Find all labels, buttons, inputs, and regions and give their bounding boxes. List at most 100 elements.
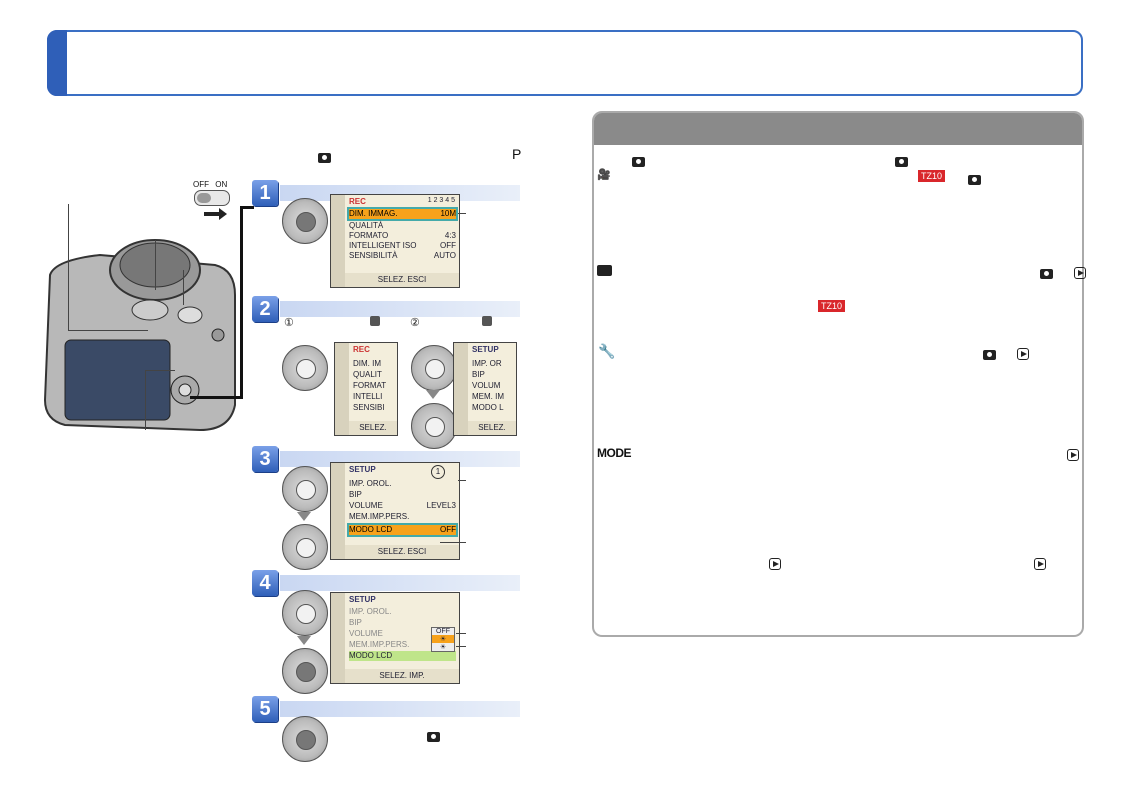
menu-row: INTELLI bbox=[353, 392, 383, 401]
panel-header-bar bbox=[594, 113, 1082, 145]
leader-line bbox=[440, 542, 466, 543]
menu-row: MEM.IMP.PERS. bbox=[349, 640, 410, 649]
info-panel bbox=[592, 111, 1084, 637]
option-power-lcd: ☀ bbox=[432, 635, 454, 643]
lcd-screen-step4: SETUP IMP. OROL. BIP VOLUME MEM.IMP.PERS… bbox=[330, 592, 460, 684]
model-badge: TZ10 bbox=[918, 170, 946, 182]
menu-row: MODO LCD bbox=[349, 651, 456, 661]
arrow-down-icon bbox=[426, 390, 440, 399]
step2-sub1: ① bbox=[284, 317, 294, 329]
leader-line bbox=[68, 330, 148, 331]
lcd-footer: SELEZ. ESCI bbox=[345, 545, 459, 559]
lcd-footer: SELEZ. ESCI bbox=[345, 273, 459, 287]
directional-pad[interactable] bbox=[282, 716, 328, 762]
menu-row: FORMAT bbox=[353, 381, 387, 390]
playback-icon bbox=[1073, 267, 1086, 279]
menu-row: DIM. IM bbox=[353, 359, 381, 368]
menu-row: MEM. IM bbox=[472, 392, 504, 401]
page-circle: 1 bbox=[431, 465, 445, 479]
arrow-down-icon bbox=[297, 512, 311, 521]
power-switch-label: OFF ON bbox=[193, 180, 227, 189]
menu-row: IMP. OR bbox=[472, 359, 502, 368]
playback-icon bbox=[1033, 558, 1046, 570]
mode-label: MODE bbox=[597, 446, 632, 460]
model-badge: TZ10 bbox=[818, 300, 846, 312]
mode-letter: P bbox=[512, 146, 522, 162]
leader-line bbox=[458, 213, 466, 214]
menu-row: SENSIBI bbox=[353, 403, 385, 412]
camera-icon bbox=[895, 157, 909, 167]
leader-line bbox=[456, 646, 466, 647]
lcd-screen-step2a: REC DIM. IM QUALIT FORMAT INTELLI SENSIB… bbox=[334, 342, 398, 436]
camera-icon bbox=[967, 175, 981, 185]
directional-pad[interactable] bbox=[282, 466, 328, 512]
step-badge-4: 4 bbox=[252, 570, 278, 596]
switch-on-label: ON bbox=[215, 180, 228, 189]
lcd-title: SETUP bbox=[349, 595, 376, 604]
directional-pad[interactable] bbox=[282, 345, 328, 391]
camera-tab-icon bbox=[370, 316, 380, 326]
option-high-angle: ☀ bbox=[439, 644, 447, 651]
step-badge-5: 5 bbox=[252, 696, 278, 722]
camera-illustration bbox=[43, 239, 236, 432]
connector-line bbox=[240, 206, 243, 399]
camera-icon bbox=[631, 157, 645, 167]
playback-icon bbox=[768, 558, 781, 570]
menu-row: DIM. IMMAG.10M bbox=[347, 207, 458, 221]
switch-arrow-icon bbox=[204, 212, 220, 216]
lcd-title: SETUP bbox=[349, 465, 376, 474]
playback-icon bbox=[1067, 449, 1080, 461]
menu-row: QUALIT bbox=[353, 370, 382, 379]
lcd-screen-step1: REC 1 2 3 4 5 DIM. IMMAG.10M QUALITÀ FOR… bbox=[330, 194, 460, 288]
step-bar bbox=[280, 575, 520, 591]
leader-line bbox=[183, 270, 184, 305]
menu-row: MODO L bbox=[472, 403, 504, 412]
playback-icon bbox=[1016, 348, 1029, 360]
camera-icon bbox=[427, 732, 441, 742]
leader-line bbox=[155, 240, 156, 290]
menu-row: IMP. OROL. bbox=[349, 479, 392, 488]
lcd-footer: SELEZ. bbox=[468, 421, 516, 435]
leader-line bbox=[145, 370, 146, 430]
menu-row: QUALITÀ bbox=[349, 221, 384, 230]
step-badge-1: 1 bbox=[252, 180, 278, 206]
directional-pad[interactable] bbox=[282, 590, 328, 636]
wrench-tab-icon bbox=[482, 316, 492, 326]
directional-pad[interactable] bbox=[282, 198, 328, 244]
leader-line bbox=[68, 204, 69, 330]
menu-row: BIP bbox=[349, 618, 362, 627]
arrow-down-icon bbox=[297, 636, 311, 645]
directional-pad[interactable] bbox=[282, 524, 328, 570]
leader-line bbox=[145, 370, 175, 371]
option-off: OFF bbox=[436, 628, 450, 635]
camera-icon bbox=[1040, 269, 1054, 279]
step2-sub2: ② bbox=[410, 317, 420, 329]
header-tab bbox=[47, 30, 67, 96]
menu-row: VOLUM bbox=[472, 381, 501, 390]
option-list: OFF ☀ ☀ bbox=[431, 627, 455, 652]
connector-line bbox=[240, 206, 254, 209]
lcd-title: SETUP bbox=[472, 345, 499, 354]
lcd-title: REC bbox=[349, 197, 366, 206]
menu-row: BIP bbox=[472, 370, 485, 379]
movie-icon: 🎥 bbox=[597, 169, 611, 181]
wrench-icon: 🔧 bbox=[598, 343, 616, 359]
directional-pad[interactable] bbox=[282, 648, 328, 694]
directional-pad[interactable] bbox=[411, 403, 457, 449]
directional-pad[interactable] bbox=[411, 345, 457, 391]
leader-line bbox=[456, 633, 466, 634]
step-badge-2: 2 bbox=[252, 296, 278, 322]
menu-row: VOLUME bbox=[349, 629, 383, 638]
power-switch[interactable] bbox=[194, 190, 230, 206]
page-header-bar bbox=[47, 30, 1083, 96]
connector-line bbox=[190, 396, 242, 399]
lcd-screen-step2b: SETUP IMP. OR BIP VOLUM MEM. IM MODO L S… bbox=[453, 342, 517, 436]
camera-icon bbox=[318, 153, 331, 163]
lcd-title: REC bbox=[353, 345, 370, 354]
leader-line bbox=[458, 480, 466, 481]
